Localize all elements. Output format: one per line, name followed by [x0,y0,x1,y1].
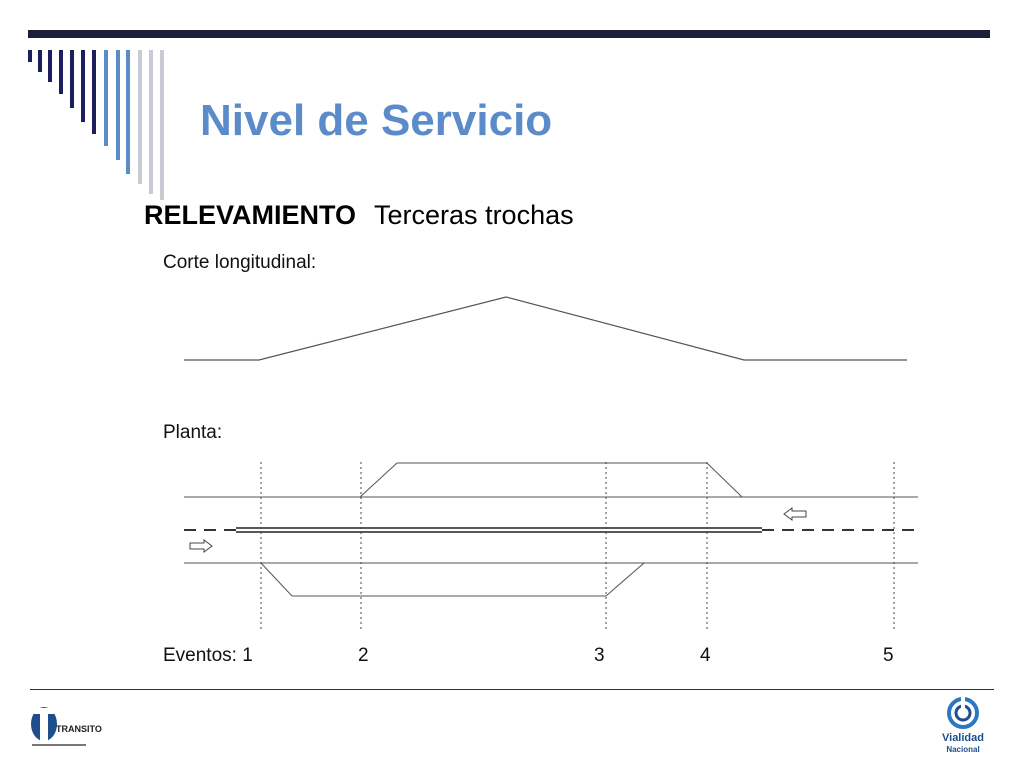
event-2-label: 2 [358,645,369,666]
event-3-label: 3 [594,645,605,666]
event-4-label: 4 [700,645,711,666]
arrow-right-icon [189,539,213,553]
bottom-rule [30,689,994,690]
slide-title: Nivel de Servicio [200,96,553,145]
right-logo-text-1: Vialidad [942,732,984,744]
vialidad-logo-icon: Vialidad Nacional [934,696,992,756]
transito-logo-icon: TRANSITO [28,700,102,752]
upper-climbing-lane [359,462,743,498]
section-label: Corte longitudinal: [163,252,317,273]
right-logo-text-2: Nacional [946,745,980,754]
slide-subtitle: RELEVAMIENTO Terceras trochas [144,200,574,231]
lower-climbing-lane [260,562,645,597]
plan-label: Planta: [163,422,223,443]
subtitle-text: Terceras trochas [374,200,574,230]
events-label: Eventos: 1 [163,645,253,666]
subtitle-keyword: RELEVAMIENTO [144,200,357,230]
top-rule [28,30,990,38]
left-logo-text: TRANSITO [56,724,102,734]
event-5-label: 5 [883,645,894,666]
arrow-left-icon [783,507,807,521]
longitudinal-profile [184,296,907,361]
